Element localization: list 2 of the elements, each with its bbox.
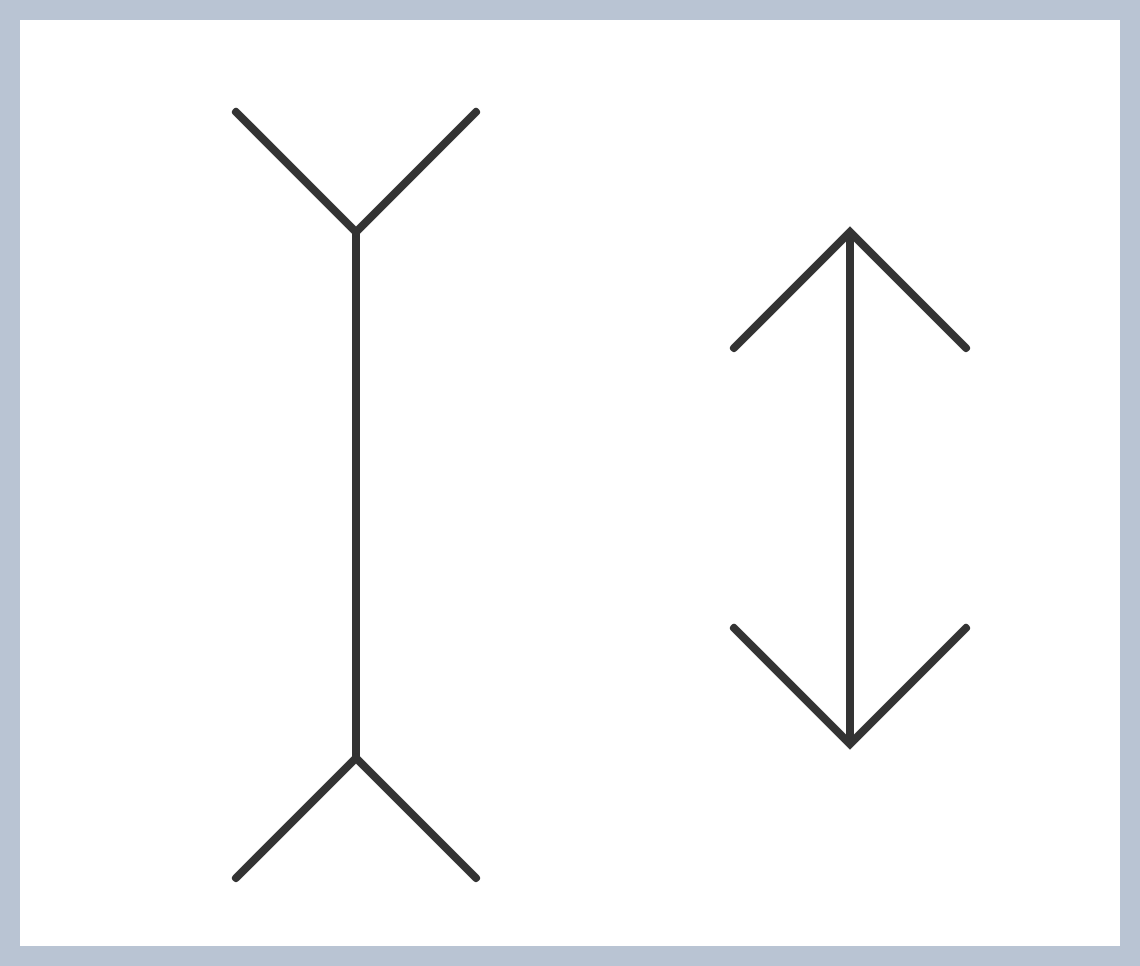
fins-out-line-drawing	[232, 108, 480, 882]
double-arrow-drawing	[730, 228, 970, 748]
